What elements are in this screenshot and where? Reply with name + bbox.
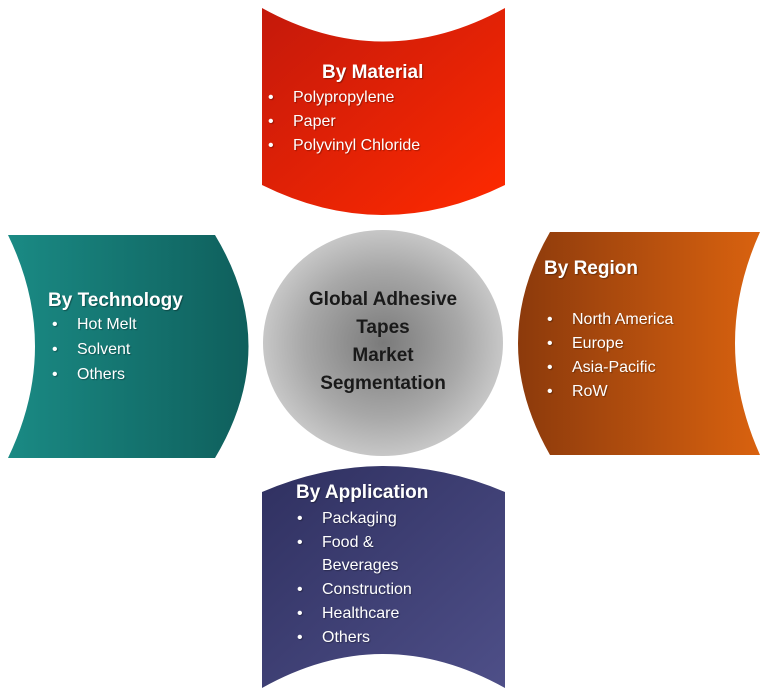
region-shape <box>518 232 760 455</box>
center-title-line: Global Adhesive <box>308 289 458 310</box>
region-item: • RoW <box>547 383 608 401</box>
bullet: • <box>268 113 274 130</box>
item-label: RoW <box>572 383 608 400</box>
item-label: Polypropylene <box>293 89 395 106</box>
application-item: • Healthcare <box>297 605 400 623</box>
item-label: Packaging <box>322 510 397 527</box>
region-item: • North America <box>547 311 674 329</box>
item-label: Paper <box>293 113 336 130</box>
application-item: • Food & <box>297 534 374 552</box>
region-item: • Asia-Pacific <box>547 359 656 377</box>
item-label: Others <box>322 629 371 646</box>
region-title: By Region <box>544 258 638 279</box>
center-title-line: Tapes <box>356 317 410 338</box>
bullet: • <box>297 510 303 527</box>
center-circle <box>263 230 503 456</box>
bullet: • <box>547 359 553 376</box>
technology-item: • Others <box>52 366 126 384</box>
bullet: • <box>297 605 303 622</box>
item-label: Polyvinyl Chloride <box>293 137 421 154</box>
bullet: • <box>52 316 58 333</box>
center-title-line: Market <box>352 345 414 366</box>
application-item: • Construction <box>297 581 412 599</box>
bullet: • <box>52 341 58 358</box>
technology-item: • Hot Melt <box>52 316 137 334</box>
item-label: North America <box>572 311 674 328</box>
bullet: • <box>297 534 303 551</box>
item-label: Food & <box>322 534 374 551</box>
item-label: Hot Melt <box>77 316 137 333</box>
item-label: Solvent <box>77 341 131 358</box>
bullet: • <box>268 137 274 154</box>
application-title: By Application <box>296 482 429 503</box>
item-label: Beverages <box>322 557 399 574</box>
bullet: • <box>297 581 303 598</box>
material-item: • Paper <box>268 113 336 131</box>
center-title-line: Segmentation <box>320 373 446 394</box>
bullet: • <box>547 335 553 352</box>
material-item: • Polypropylene <box>268 89 395 107</box>
bullet: • <box>297 629 303 646</box>
item-label: Construction <box>322 581 412 598</box>
material-item: • Polyvinyl Chloride <box>268 137 421 155</box>
technology-shape <box>8 235 249 458</box>
application-shape <box>262 466 505 688</box>
application-item: • Others <box>297 629 371 647</box>
technology-item: • Solvent <box>52 341 131 359</box>
item-label: Healthcare <box>322 605 400 622</box>
item-label: Asia-Pacific <box>572 359 656 376</box>
application-item-continued: Beverages <box>322 557 399 575</box>
technology-title: By Technology <box>48 290 183 311</box>
bullet: • <box>268 89 274 106</box>
center-title: Global Adhesive Tapes Market Segmentatio… <box>263 286 503 398</box>
bullet: • <box>547 311 553 328</box>
item-label: Europe <box>572 335 624 352</box>
application-item: • Packaging <box>297 510 397 528</box>
bullet: • <box>52 366 58 383</box>
material-shape <box>262 8 505 215</box>
region-item: • Europe <box>547 335 624 353</box>
bullet: • <box>547 383 553 400</box>
item-label: Others <box>77 366 126 383</box>
material-title: By Material <box>322 62 424 83</box>
